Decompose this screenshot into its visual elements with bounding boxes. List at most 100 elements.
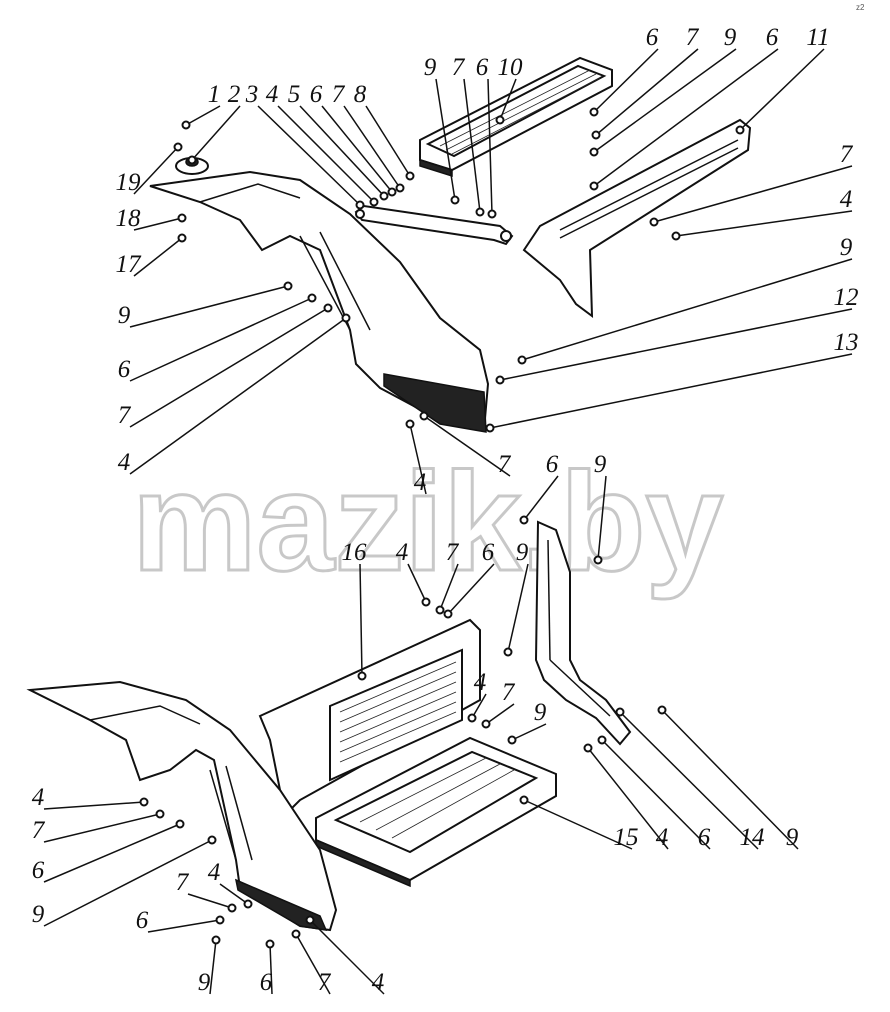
callout-label-l7f: 7: [498, 451, 512, 478]
leader-line-l5: [299, 105, 385, 197]
fastener-l9j: [211, 935, 221, 945]
leader-line-l6a: [321, 105, 393, 193]
callout-label-l4f: 4: [474, 669, 487, 696]
fastener-l7j: [227, 903, 237, 913]
callout-label-l3: 3: [245, 81, 259, 108]
fastener-l4c: [341, 313, 351, 323]
leader-line-l2: [191, 105, 241, 161]
leader-line-l4e: [407, 563, 427, 603]
leader-line-l9g: [511, 723, 547, 741]
callout-label-l7h: 7: [502, 679, 516, 706]
leader-line-l7g: [439, 563, 459, 611]
callout-label-l6h: 6: [698, 824, 711, 851]
callout-label-l13: 13: [834, 329, 859, 356]
fastener-l7c: [591, 130, 601, 140]
callout-label-l6j: 6: [136, 907, 149, 934]
fastener-l4h: [139, 797, 149, 807]
leader-line-l4h: [43, 801, 145, 810]
leader-line-l4i: [219, 883, 249, 905]
fastener-l13: [485, 423, 495, 433]
leader-line-l9e: [597, 475, 607, 561]
callout-label-l9g: 9: [534, 699, 547, 726]
leader-line-l15: [523, 799, 633, 850]
fastener-l4g: [583, 743, 593, 753]
leader-line-l9c: [129, 285, 289, 328]
fastener-l4a: [369, 197, 379, 207]
leader-line-l6i: [43, 823, 181, 883]
callout-label-l17: 17: [116, 251, 143, 278]
fastener-l12: [495, 375, 505, 385]
leader-line-l19: [133, 146, 179, 195]
fastener-l6b: [487, 209, 497, 219]
leader-line-l6b: [487, 78, 493, 215]
leader-line-l9j: [209, 939, 217, 995]
callout-label-l18: 18: [116, 205, 142, 232]
fastener-l7e: [323, 303, 333, 313]
leader-line-l17: [133, 237, 183, 277]
leader-line-l10: [499, 78, 517, 121]
fastener-l4b: [671, 231, 681, 241]
fastener-l4i: [243, 899, 253, 909]
callout-label-l4a: 4: [266, 81, 279, 108]
leader-line-l9b: [593, 48, 737, 153]
fastener-l6g: [443, 609, 453, 619]
leader-line-l4j: [309, 919, 385, 995]
callout-label-l7e: 7: [118, 402, 132, 429]
leader-line-l7e: [129, 307, 329, 428]
lower-step-panel: [258, 618, 481, 812]
fastener-l10: [495, 115, 505, 125]
callout-label-l9b: 9: [724, 24, 737, 51]
leader-line-l11: [739, 48, 825, 131]
fastener-l6k: [265, 939, 275, 949]
callout-label-l5: 5: [288, 81, 301, 108]
callout-label-l4d: 4: [414, 469, 427, 496]
callout-label-l4j: 4: [372, 969, 385, 996]
callout-label-l11: 11: [806, 24, 829, 51]
callout-label-l7g: 7: [446, 539, 460, 566]
leader-line-l14: [619, 711, 759, 850]
leader-lines: [43, 48, 853, 995]
upper-right-bracket: [522, 118, 752, 319]
fastener-l18: [177, 213, 187, 223]
leader-line-l7f: [423, 415, 511, 477]
fastener-l9f: [503, 647, 513, 657]
fastener-l5: [379, 191, 389, 201]
callout-label-l8: 8: [354, 81, 367, 108]
leader-line-l7d: [653, 165, 853, 223]
fastener-l1: [181, 120, 191, 130]
fastener-l7g: [435, 605, 445, 615]
callout-label-l16: 16: [342, 539, 368, 566]
fastener-l8: [405, 171, 415, 181]
tie-rod: [354, 204, 514, 246]
callout-label-l4c: 4: [118, 449, 131, 476]
fastener-l6f: [519, 515, 529, 525]
fastener-l9i: [207, 835, 217, 845]
leader-line-l6f: [523, 475, 559, 521]
fastener-l4f: [467, 713, 477, 723]
callout-label-l9i: 9: [32, 901, 45, 928]
fastener-l6j: [215, 915, 225, 925]
callout-label-l6g: 6: [482, 539, 495, 566]
leader-line-l7h: [485, 703, 515, 725]
fastener-l17: [177, 233, 187, 243]
callout-label-l9d: 9: [840, 234, 853, 261]
callout-label-l6b: 6: [476, 54, 489, 81]
callout-label-l9f: 9: [516, 539, 529, 566]
leader-line-l6g: [447, 563, 495, 615]
callout-label-l15: 15: [614, 824, 639, 851]
callout-label-l6e: 6: [118, 356, 131, 383]
leader-line-l9f: [507, 563, 529, 653]
leader-line-l9a: [435, 78, 456, 201]
callout-label-l1: 1: [208, 81, 221, 108]
leader-line-l6j: [147, 919, 221, 933]
leader-line-l9d: [521, 258, 853, 361]
fastener-l6i: [175, 819, 185, 829]
leader-line-l7i: [43, 813, 161, 843]
fastener-l2: [187, 155, 197, 165]
fastener-l7k: [291, 929, 301, 939]
fastener-l19: [173, 142, 183, 152]
leader-line-l4a: [277, 105, 375, 203]
corner-mark: z2: [856, 3, 865, 12]
